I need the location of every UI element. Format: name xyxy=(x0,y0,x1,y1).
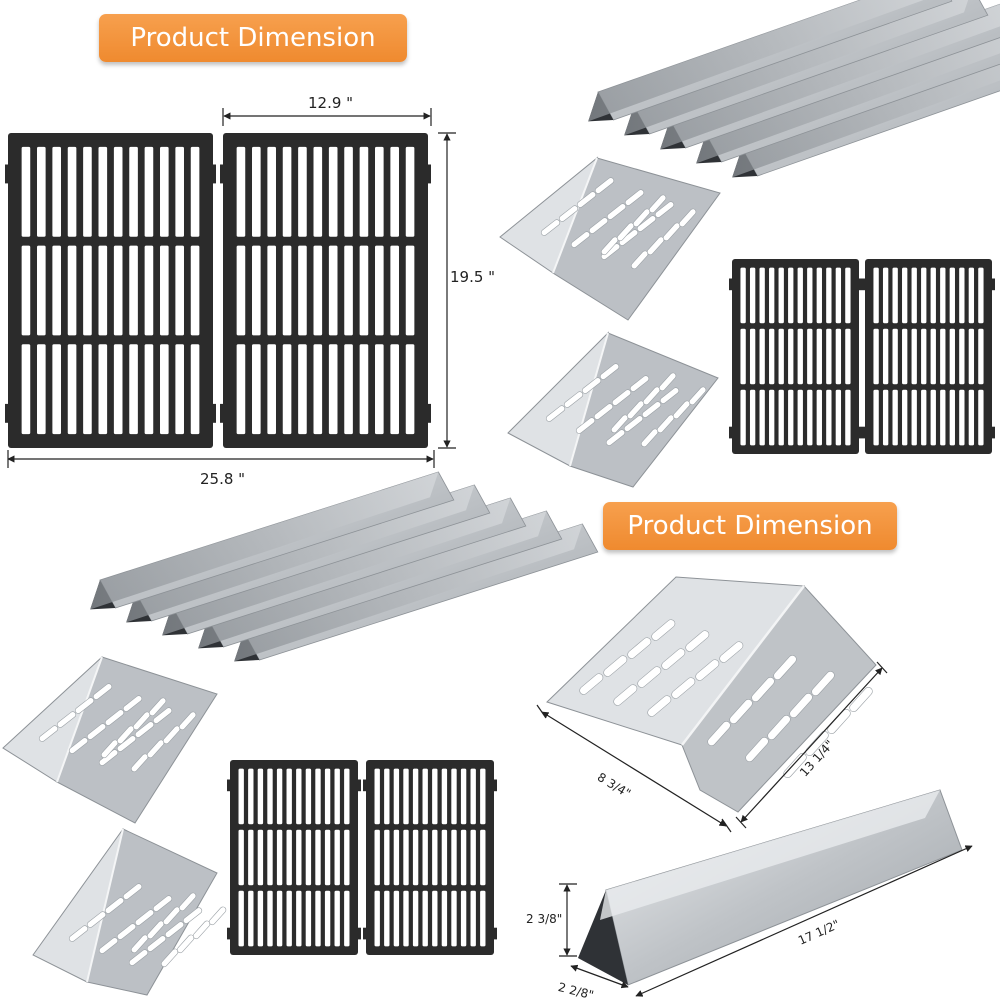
grate-height-label: 19.5 " xyxy=(450,268,496,286)
heat-plate xyxy=(32,828,227,996)
product-dimension-badge: Product Dimension xyxy=(99,14,407,62)
bar-height-label: 2 3/8" xyxy=(526,912,563,926)
cooking-grate-large xyxy=(5,133,431,448)
heat-plate xyxy=(499,156,721,321)
grate-total-width-label: 25.8 " xyxy=(200,470,246,488)
cooking-grate-small xyxy=(227,760,497,955)
product-dimension-badge: Product Dimension xyxy=(603,502,897,550)
heat-plate xyxy=(2,656,218,824)
flavorizer-bar-single xyxy=(578,789,963,986)
grate-dimension-lines xyxy=(7,108,456,468)
plate-bar-dimension-lines xyxy=(536,661,973,997)
cooking-grate-small xyxy=(729,259,995,454)
flavorizer-bars-set xyxy=(588,0,1000,178)
heat-plate xyxy=(507,331,719,488)
grate-width-label: 12.9 " xyxy=(308,94,354,112)
flavorizer-bars-set xyxy=(90,471,599,662)
